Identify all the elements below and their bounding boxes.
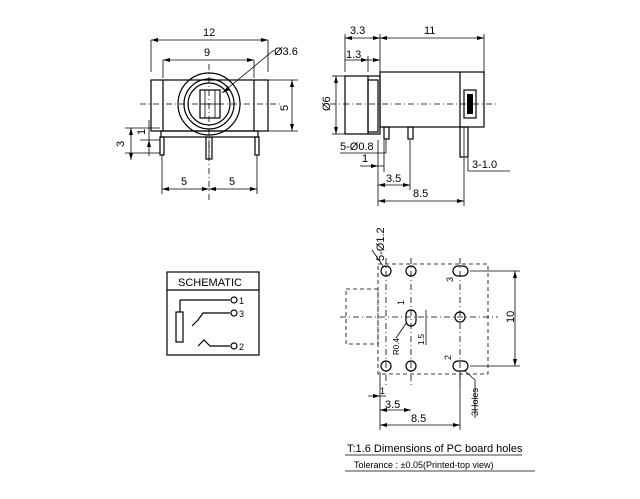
schematic-pin-3: 3 xyxy=(239,309,244,319)
dim-3-1-0: 3-1.0 xyxy=(472,159,497,171)
pcb-dim-10: 10 xyxy=(505,311,517,323)
dim-8-5: 8.5 xyxy=(413,188,428,200)
side-view: 3.3 11 1.3 Ø6 5-Ø0.8 xyxy=(321,25,510,206)
pcb-dim-8-5: 8.5 xyxy=(411,413,426,425)
schematic-pin-2: 2 xyxy=(239,342,244,352)
note-line-2: Tolerance : ±0.05(Printed-top view) xyxy=(354,460,494,470)
dim-1-3: 1.3 xyxy=(346,49,361,61)
dim-pins: 5-Ø0.8 xyxy=(340,141,374,153)
pcb-label-3holes: 3Holes xyxy=(470,387,480,416)
dim-1: 1 xyxy=(362,153,368,165)
pcb-dim-1: 1 xyxy=(380,386,385,396)
schematic-box: SCHEMATIC 1 3 2 xyxy=(166,271,260,356)
dim-width-12: 12 xyxy=(203,27,215,39)
dim-3-3: 3.3 xyxy=(350,25,365,37)
notes: T:1.6 Dimensions of PC board holes Toler… xyxy=(345,443,535,472)
schematic-pin-1: 1 xyxy=(239,296,244,306)
dim-pitch-right: 5 xyxy=(229,176,235,188)
pcb-dim-3-5: 3.5 xyxy=(385,399,400,411)
pcb-label-r04: R0.4 xyxy=(392,338,401,355)
pcb-dim-holes: 5-Ø1.2 xyxy=(375,227,387,261)
dim-hole-dia: Ø3.6 xyxy=(274,46,298,58)
dim-dia-6: Ø6 xyxy=(321,96,333,111)
pcb-label-1-5: 1.5 xyxy=(417,333,426,345)
dim-3-5: 3.5 xyxy=(386,173,401,185)
pcb-label-2: 2 xyxy=(443,355,453,360)
schematic-title: SCHEMATIC xyxy=(178,277,242,289)
dim-pin-1: 1 xyxy=(136,129,148,135)
pcb-label-1: 1 xyxy=(396,300,406,305)
pcb-view: 5-Ø1.2 10 3 1 R0.4 1.5 2 1 3.5 8.5 xyxy=(340,227,520,430)
front-view: 12 9 Ø3.6 5 xyxy=(115,27,298,200)
dim-height-5: 5 xyxy=(279,105,291,111)
dim-pitch-left: 5 xyxy=(181,176,187,188)
dim-inner-9: 9 xyxy=(204,47,210,59)
dim-11: 11 xyxy=(424,25,435,37)
pcb-label-3: 3 xyxy=(445,277,455,282)
note-line-1: T:1.6 Dimensions of PC board holes xyxy=(347,443,523,455)
dim-pin-3: 3 xyxy=(115,141,127,147)
